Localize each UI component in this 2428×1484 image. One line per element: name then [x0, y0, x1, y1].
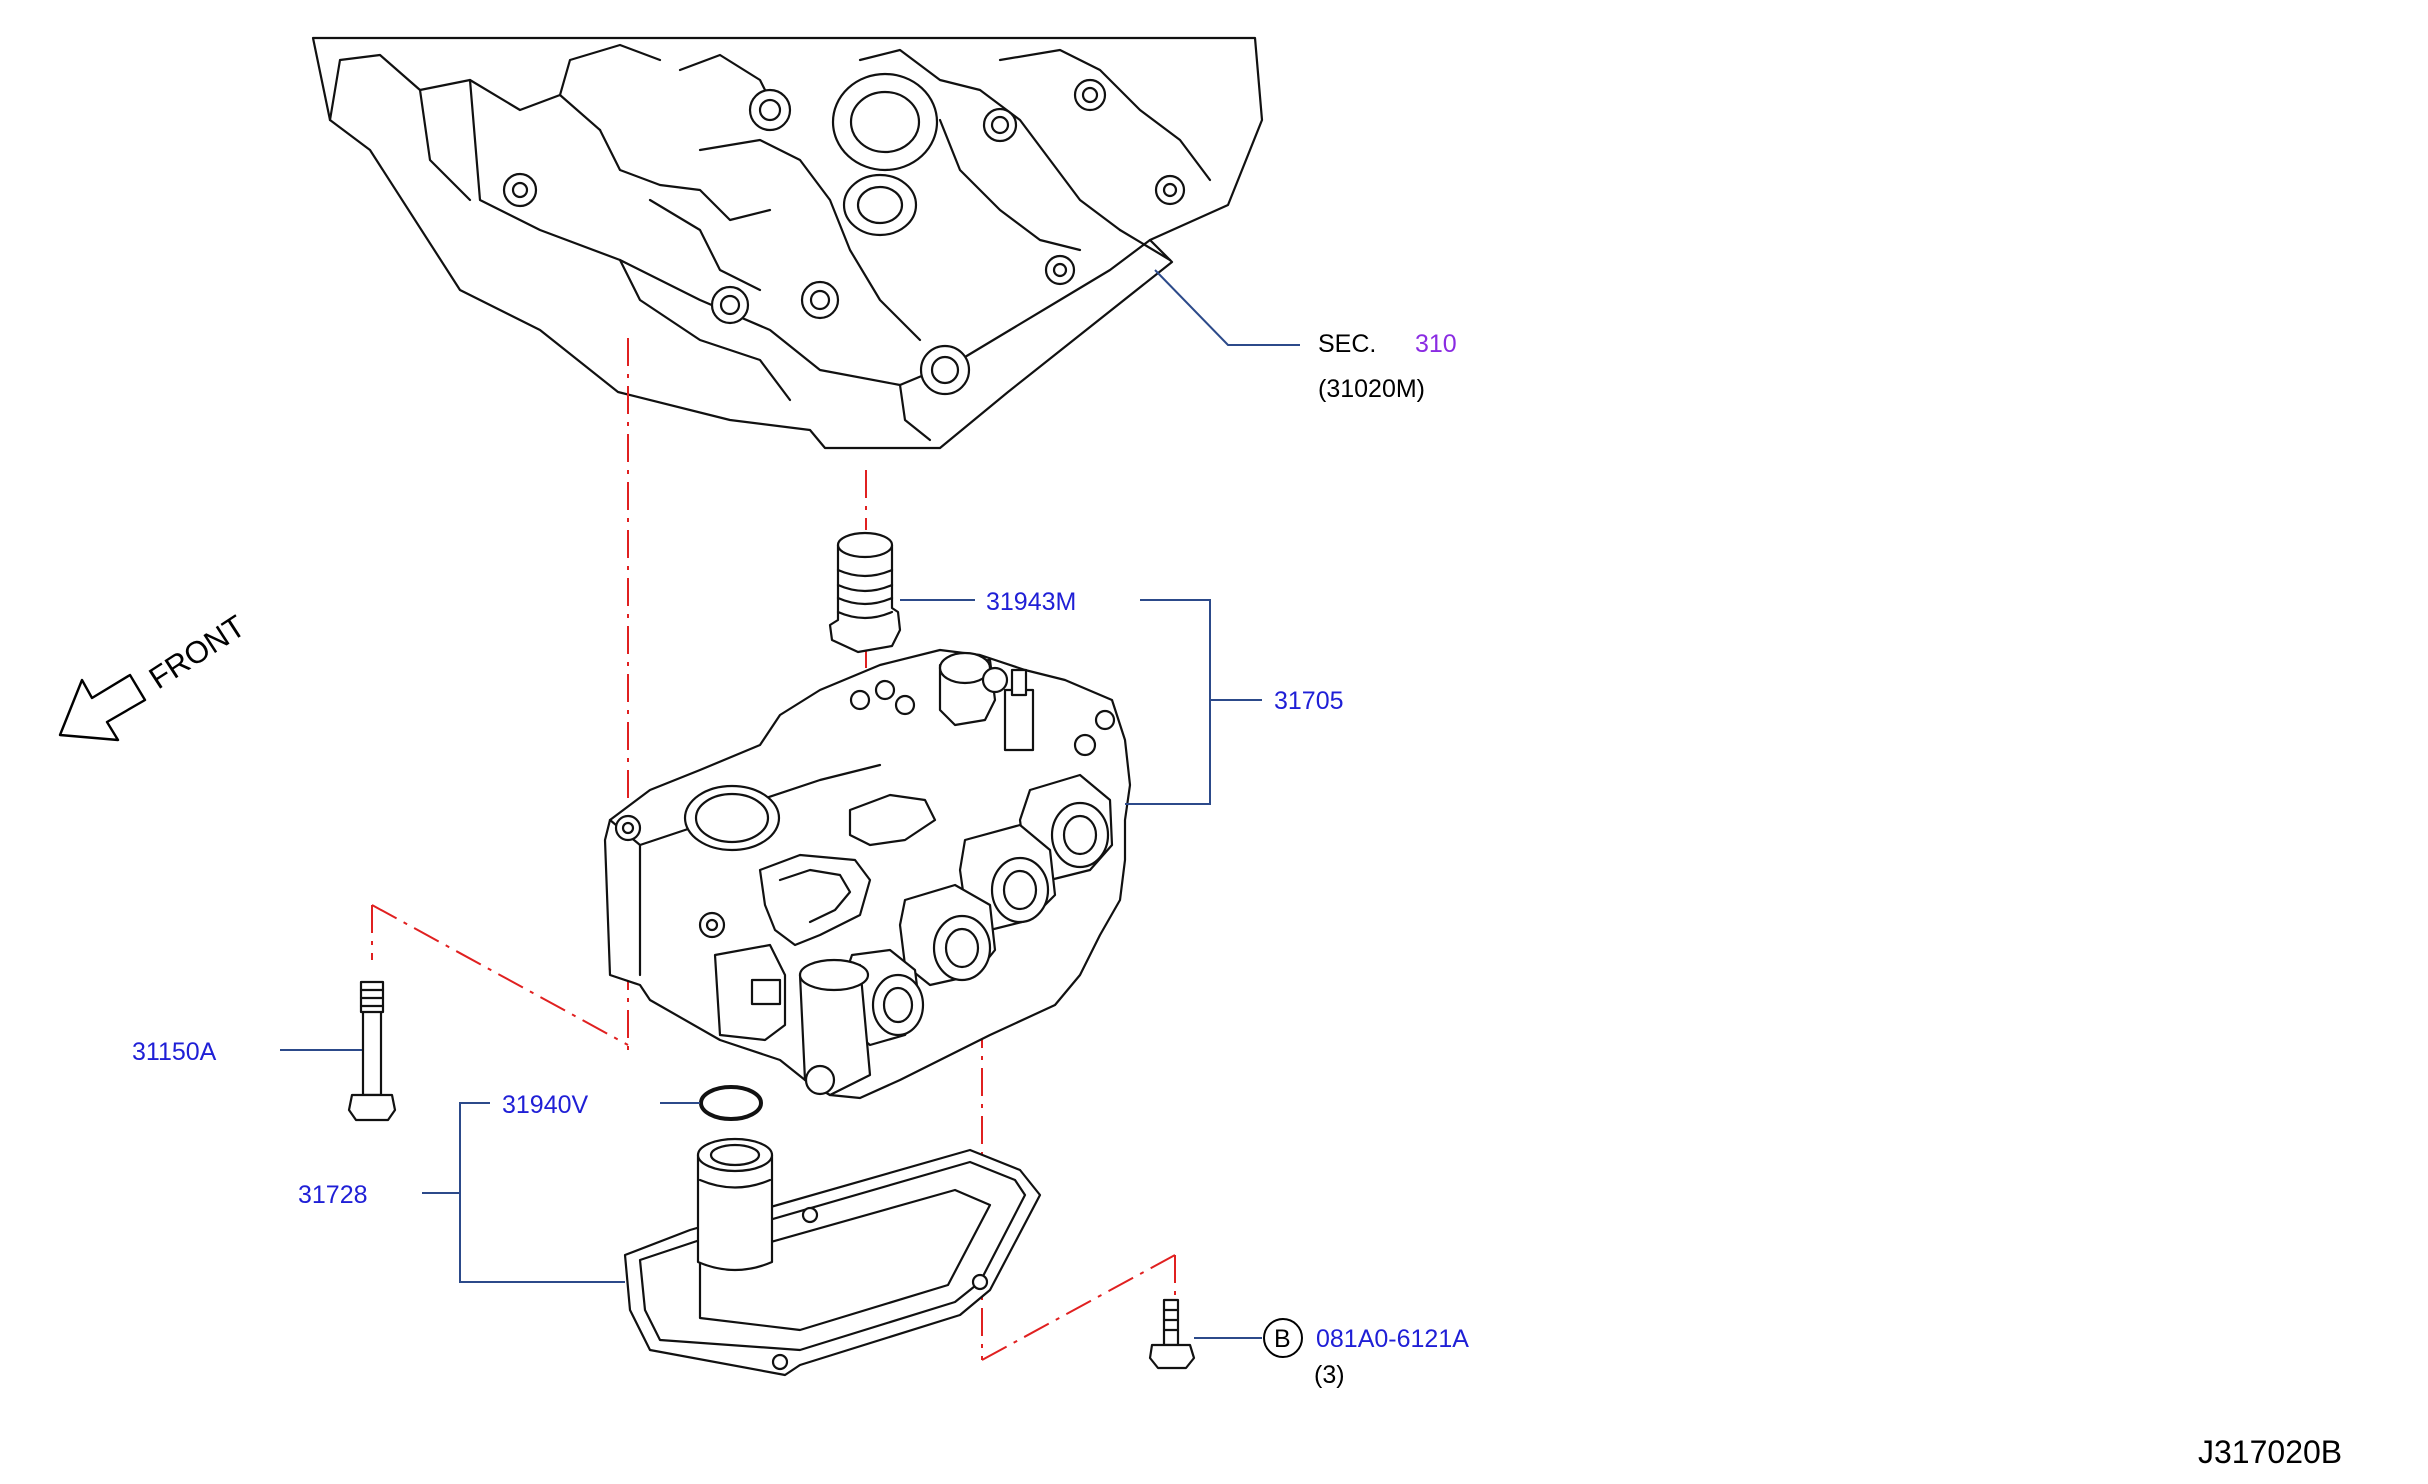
bolt-31150a — [347, 980, 397, 1122]
front-arrow-icon — [58, 673, 147, 742]
valve-body-31705 — [603, 648, 1132, 1100]
solenoid-31943m — [828, 531, 902, 654]
bolt-quantity: (3) — [1314, 1361, 1345, 1389]
label-31943m[interactable]: 31943M — [986, 588, 1076, 616]
label-31150a[interactable]: 31150A — [132, 1038, 217, 1066]
bolt-callout-letter: B — [1274, 1325, 1291, 1353]
transmission-case — [311, 36, 1264, 450]
front-label: FRONT — [143, 608, 252, 696]
label-31940v[interactable]: 31940V — [502, 1091, 589, 1119]
diagram-id: J317020B — [2198, 1434, 2342, 1470]
label-081a0-6121a[interactable]: 081A0-6121A — [1316, 1325, 1469, 1353]
bolt-callout-circle — [1263, 1318, 1303, 1358]
o-ring-31940v — [699, 1085, 763, 1121]
label-31705[interactable]: 31705 — [1274, 687, 1344, 715]
sec-prefix: SEC. — [1318, 330, 1376, 358]
oil-strainer-31728 — [623, 1137, 1042, 1377]
sec-part-number: (31020M) — [1318, 375, 1425, 403]
bolt-081a0-6121a — [1148, 1298, 1196, 1370]
label-31728[interactable]: 31728 — [298, 1181, 368, 1209]
sec-link-310[interactable]: 310 — [1415, 330, 1457, 358]
